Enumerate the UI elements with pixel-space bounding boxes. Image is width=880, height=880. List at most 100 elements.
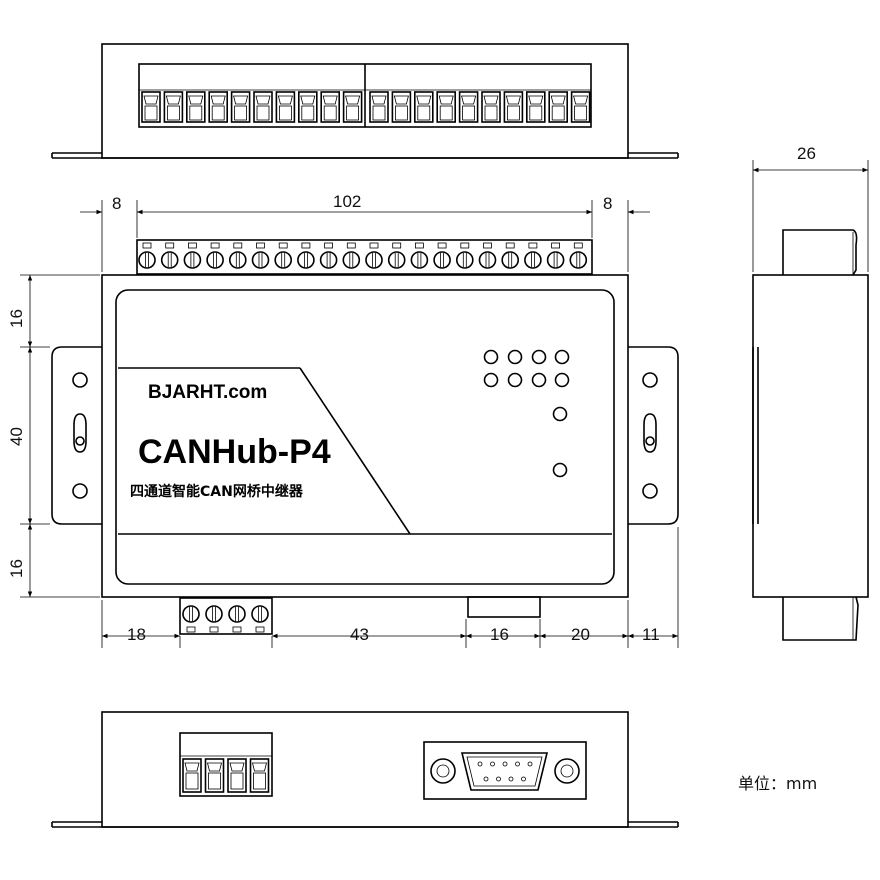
- terminal-tab: [369, 242, 379, 249]
- terminal-tab: [301, 242, 311, 249]
- terminal-pin: [413, 91, 434, 123]
- led-indicator: [507, 349, 523, 365]
- terminal-pin: [481, 91, 501, 123]
- screw-terminal: [387, 251, 406, 269]
- screw-terminal: [229, 251, 247, 269]
- db9-pin: [521, 776, 526, 782]
- terminal-tab: [551, 242, 560, 249]
- led-indicator: [552, 462, 568, 478]
- terminal-tab: [528, 242, 538, 249]
- db9-pin: [508, 776, 514, 782]
- terminal-tab: [256, 242, 265, 249]
- model-label: CANHub-P4: [138, 433, 331, 471]
- dim-bottom-1: 18: [127, 625, 146, 644]
- led-indicator: [531, 372, 547, 388]
- terminal-pin: [297, 91, 318, 123]
- dim-bottom-3: 16: [490, 625, 509, 644]
- terminal-tab: [233, 242, 243, 249]
- terminal-pin: [141, 91, 161, 123]
- screw-terminal: [228, 605, 246, 623]
- screw-terminal: [138, 251, 156, 269]
- screw-terminal: [569, 251, 588, 269]
- screw-terminal: [478, 251, 497, 269]
- dim-left-middle: 40: [7, 427, 26, 446]
- terminal-pin: [458, 91, 479, 123]
- terminal-pin: [227, 758, 247, 793]
- terminal-pin: [548, 91, 569, 123]
- terminal-tab: [392, 242, 402, 249]
- led-indicator: [531, 349, 547, 365]
- terminal-tab: [186, 626, 196, 633]
- dim-top-width: 102: [333, 192, 361, 211]
- front-view: BJARHT.com CANHub-P4 四通道智能CAN网桥中继器: [51, 239, 679, 635]
- terminal-pin: [369, 91, 389, 123]
- terminal-pin: [230, 91, 251, 123]
- screw-terminal: [251, 251, 270, 269]
- terminal-tab: [414, 242, 424, 249]
- terminal-pin: [208, 91, 228, 123]
- led-indicator: [554, 372, 570, 388]
- screw-terminal: [183, 251, 202, 269]
- terminal-pin: [570, 91, 591, 123]
- terminal-tab: [209, 626, 219, 633]
- screw-terminal: [433, 251, 451, 269]
- led-indicator: [552, 406, 568, 422]
- db9-pins: [477, 761, 533, 782]
- db9-port: [460, 752, 549, 791]
- terminal-pin: [182, 758, 202, 793]
- terminal-pin: [186, 91, 206, 123]
- screw-terminal: [342, 251, 361, 269]
- terminal-tab: [505, 242, 515, 249]
- terminal-tab: [232, 626, 242, 633]
- db9-pin: [496, 776, 501, 782]
- led-indicator: [483, 349, 499, 365]
- dim-top-left: 8: [112, 194, 121, 213]
- terminal-tab: [573, 242, 583, 249]
- dim-left-bottom: 16: [7, 559, 26, 578]
- screw-terminal: [182, 605, 200, 623]
- terminal-pin: [275, 91, 296, 123]
- screw-terminal: [501, 251, 520, 269]
- dim-left-top: 16: [7, 309, 26, 328]
- dim-bottom-4: 20: [571, 625, 590, 644]
- terminal-tab: [324, 242, 334, 249]
- db9-pin: [502, 761, 508, 767]
- terminal-tab: [210, 242, 220, 249]
- dim-side-depth: 26: [797, 144, 816, 163]
- screw-terminal: [274, 251, 293, 269]
- screw-terminal: [160, 251, 179, 269]
- bottom-view: 单位：mm: [51, 711, 817, 828]
- terminal-pin: [503, 91, 524, 123]
- right-mounting-ear: [628, 346, 679, 525]
- db9-connector-outline: [467, 596, 541, 618]
- brand-label: BJARHT.com: [148, 382, 267, 403]
- led-indicator: [554, 349, 570, 365]
- db9-pin: [515, 761, 520, 767]
- dim-top-right: 8: [603, 194, 612, 213]
- terminal-tab: [437, 242, 447, 249]
- top-view: [51, 43, 679, 159]
- screw-terminal: [410, 251, 429, 269]
- terminal-tab: [255, 626, 265, 633]
- terminal-pin: [342, 91, 363, 123]
- dim-bottom-2: 43: [350, 625, 369, 644]
- terminal-tab: [142, 242, 152, 249]
- db9-flange: [423, 741, 587, 800]
- terminal-pin: [320, 91, 341, 123]
- db9-pin: [477, 761, 483, 767]
- device-description: 四通道智能CAN网桥中继器: [130, 483, 304, 500]
- screw-terminal: [319, 251, 338, 269]
- led-indicator: [483, 372, 499, 388]
- terminal-tab: [483, 242, 492, 249]
- led-indicator: [507, 372, 523, 388]
- power-terminal-block: [182, 605, 269, 633]
- bottom-view-terminal-block: [182, 758, 270, 793]
- db9-pin: [490, 761, 495, 767]
- screw-terminal: [205, 605, 223, 623]
- unit-label: 单位：mm: [738, 774, 817, 793]
- screw-terminal: [546, 251, 565, 269]
- left-mounting-ear: [51, 346, 102, 525]
- terminal-tab: [187, 242, 197, 249]
- side-view: 26: [752, 144, 869, 641]
- terminal-tab: [278, 242, 288, 249]
